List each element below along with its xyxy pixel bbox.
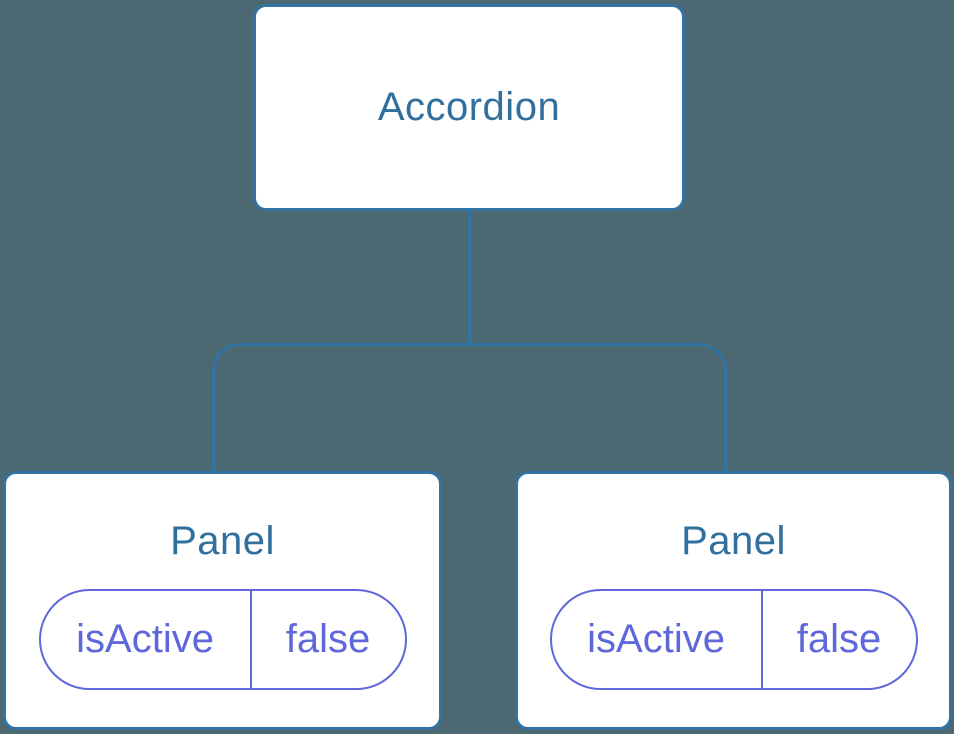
- connector-stem: [468, 211, 471, 346]
- accordion-node-label: Accordion: [377, 85, 561, 129]
- panel-node-right: Panel isActive false: [515, 471, 952, 730]
- connector-bracket: [212, 343, 727, 471]
- panel-right-label: Panel: [681, 519, 786, 563]
- panel-left-state-pill: isActive false: [38, 589, 407, 690]
- panel-left-state-key: isActive: [41, 591, 252, 688]
- panel-right-state-value: false: [796, 617, 882, 661]
- panel-right-state-pill: isActive false: [549, 589, 918, 690]
- panel-left-label: Panel: [170, 519, 275, 563]
- panel-left-state-value: false: [285, 617, 371, 661]
- panel-node-left: Panel isActive false: [3, 471, 442, 730]
- panel-right-state-key: isActive: [552, 591, 763, 688]
- accordion-node: Accordion: [253, 4, 685, 211]
